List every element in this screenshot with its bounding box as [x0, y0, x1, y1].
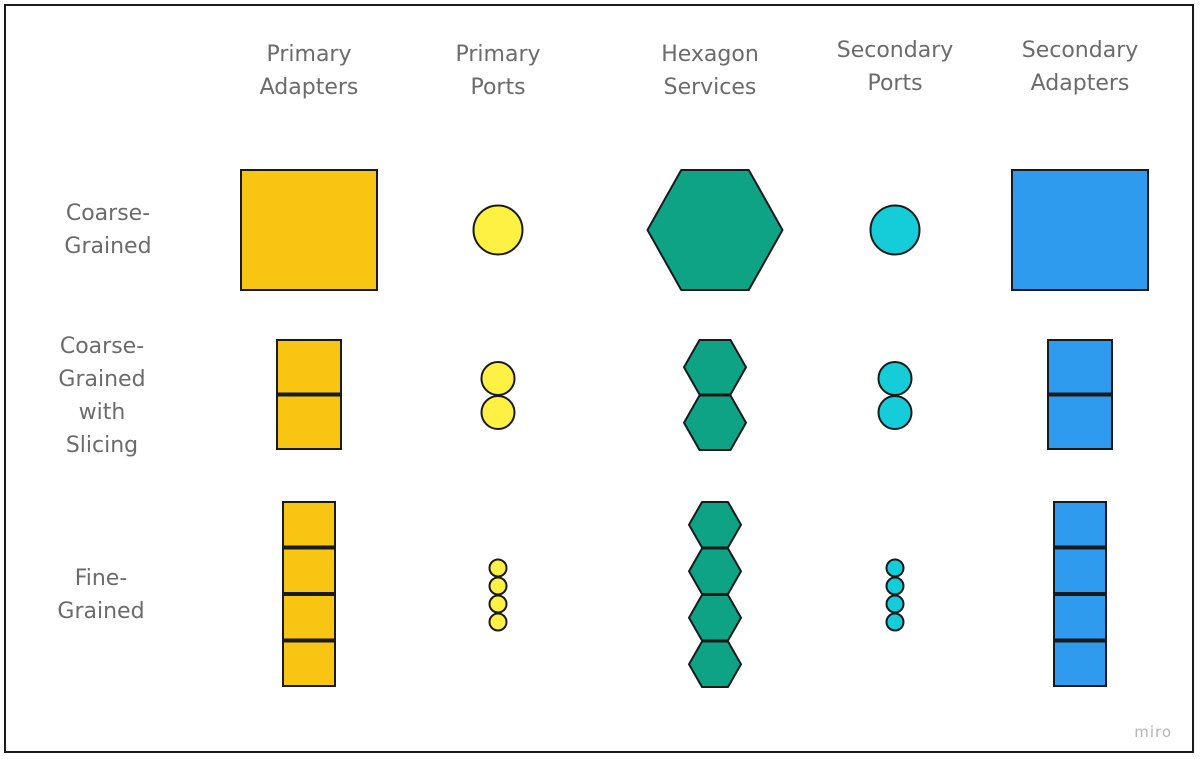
- column-header-secondary-ports: Secondary Ports: [836, 38, 954, 96]
- primary-ports-3-circle-4: [488, 612, 508, 632]
- hexagon-services-2-hexagon-1: [683, 339, 747, 396]
- hexagon-services-1-hexagon-1: [646, 169, 784, 291]
- secondary-ports-3-circle-4: [885, 612, 905, 632]
- primary-adapters-2-square-2: [276, 394, 342, 450]
- secondary-adapters-1-square-1: [1011, 169, 1149, 291]
- hexagon-services-3-hexagon-1: [688, 501, 742, 549]
- secondary-adapters-2-square-1: [1047, 339, 1113, 395]
- secondary-adapters-3-square-2: [1053, 547, 1107, 594]
- row-label-fine-grained: Fine- Grained: [57, 566, 145, 624]
- primary-ports-3-circle-1: [488, 558, 508, 578]
- row-label-coarse-grained-with-slicing: Coarse- Grained with Slicing: [58, 334, 146, 458]
- column-header-hexagon-services: Hexagon Services: [661, 42, 759, 100]
- primary-adapters-1-square-1: [240, 169, 378, 291]
- miro-watermark: miro: [1134, 723, 1172, 741]
- secondary-ports-1-circle-1: [869, 204, 921, 256]
- hexagon-services-2-hexagon-2: [683, 394, 747, 451]
- primary-adapters-3-square-2: [282, 547, 336, 594]
- secondary-adapters-2-square-2: [1047, 394, 1113, 450]
- column-header-primary-ports: Primary Ports: [455, 42, 541, 100]
- hexagon-services-3-hexagon-2: [688, 547, 742, 595]
- secondary-ports-3-circle-2: [885, 576, 905, 596]
- primary-ports-2-circle-1: [480, 361, 516, 396]
- hexagon-services-3-hexagon-4: [688, 640, 742, 688]
- row-label-coarse-grained: Coarse- Grained: [64, 201, 152, 259]
- primary-adapters-3-square-1: [282, 501, 336, 548]
- secondary-ports-2-circle-2: [877, 395, 913, 430]
- primary-adapters-3-square-4: [282, 640, 336, 687]
- secondary-adapters-3-square-1: [1053, 501, 1107, 548]
- primary-adapters-3-square-3: [282, 594, 336, 641]
- primary-ports-3-circle-2: [488, 576, 508, 596]
- column-header-secondary-adapters: Secondary Adapters: [1021, 38, 1139, 96]
- hexagon-services-3-hexagon-3: [688, 594, 742, 642]
- column-header-primary-adapters: Primary Adapters: [259, 42, 359, 100]
- secondary-adapters-3-square-4: [1053, 640, 1107, 687]
- secondary-ports-3-circle-3: [885, 594, 905, 614]
- diagram-frame: [4, 4, 1194, 753]
- primary-ports-2-circle-2: [480, 395, 516, 430]
- primary-ports-3-circle-3: [488, 594, 508, 614]
- secondary-adapters-3-square-3: [1053, 594, 1107, 641]
- secondary-ports-3-circle-1: [885, 558, 905, 578]
- primary-adapters-2-square-1: [276, 339, 342, 395]
- primary-ports-1-circle-1: [472, 204, 524, 256]
- secondary-ports-2-circle-1: [877, 361, 913, 396]
